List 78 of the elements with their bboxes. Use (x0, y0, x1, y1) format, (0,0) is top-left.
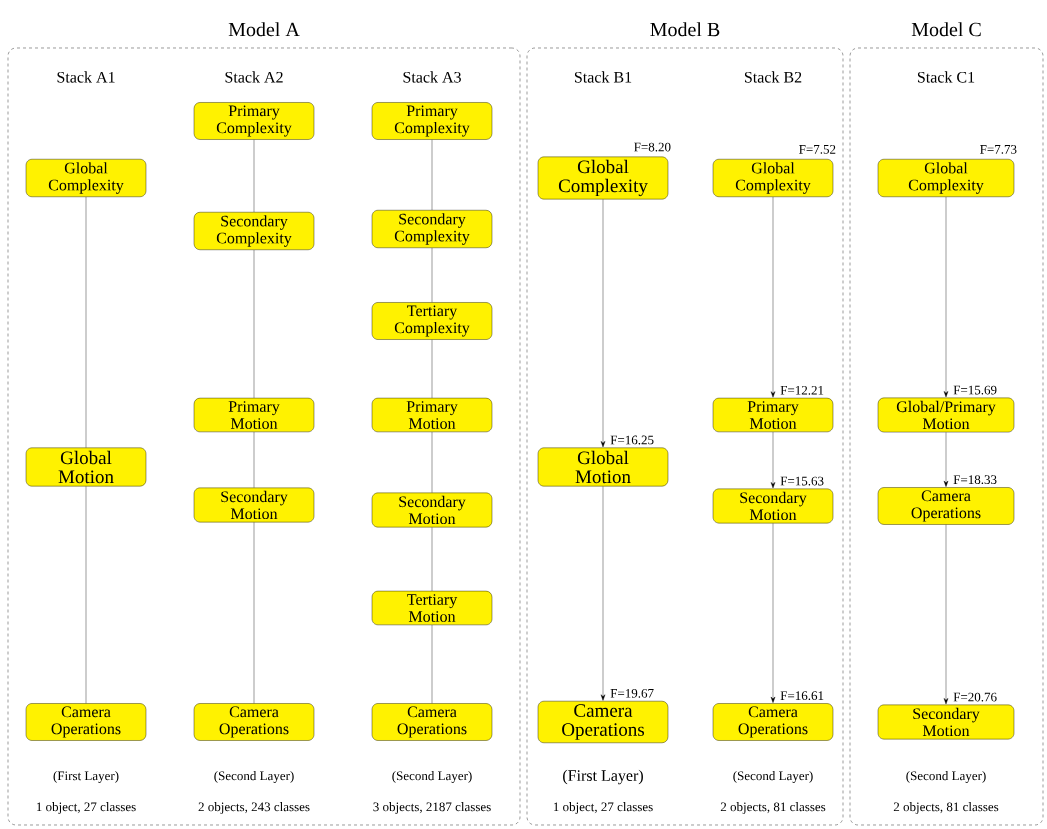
layer-note: (Second Layer) (906, 771, 986, 783)
node-label: Model A (228, 22, 300, 37)
f-value: F=8.20 (634, 142, 671, 152)
layer-note: 2 objects, 243 classes (198, 802, 310, 814)
connector-line (253, 139, 255, 213)
connector-line (770, 523, 776, 703)
f-value: F=7.52 (799, 145, 836, 154)
layer-note: 1 object, 27 classes (36, 802, 136, 814)
layer-note: (First Layer) (563, 769, 643, 785)
process-box: Camera Operations (712, 703, 834, 741)
connector-line (943, 524, 949, 705)
process-box: Camera Operations (537, 700, 669, 743)
f-value: F=15.69 (953, 385, 997, 395)
stack-heading: Stack A3 (403, 71, 461, 83)
layer-note: 2 objects, 81 classes (720, 802, 826, 814)
layer-note: (Second Layer) (392, 771, 472, 783)
f-value: F=20.76 (953, 692, 997, 702)
node-label: Model C (911, 22, 981, 37)
connector-line (431, 431, 433, 493)
stack-heading: Stack B2 (744, 71, 802, 83)
f-value: F=18.33 (953, 475, 997, 485)
connector-line (85, 486, 87, 704)
f-value: F=19.67 (610, 689, 654, 698)
process-box: Global Complexity (537, 156, 669, 200)
layer-note: 3 objects, 2187 classes (373, 802, 491, 814)
connector-line (431, 247, 433, 303)
connector-line (943, 196, 949, 398)
connector-line (770, 431, 776, 489)
connector-line (85, 196, 87, 448)
process-box: Tertiary Motion (371, 590, 493, 626)
connector-line (600, 486, 606, 701)
f-value: F=12.21 (780, 385, 824, 395)
process-box: Secondary Complexity (193, 212, 315, 250)
process-box: Secondary Motion (193, 487, 315, 523)
stack-heading: Stack A2 (225, 71, 283, 83)
process-box: Primary Motion (712, 397, 834, 433)
stack-heading: Stack C1 (917, 71, 975, 83)
connector-line (431, 139, 433, 211)
stack-heading: Stack A1 (57, 71, 115, 83)
process-box: Camera Operations (193, 703, 315, 741)
connector-line (253, 522, 255, 704)
process-box: Secondary Complexity (371, 210, 493, 248)
process-box: Tertiary Complexity (371, 302, 493, 340)
connector-line (431, 527, 433, 592)
connector-line (943, 432, 949, 487)
f-value: F=16.25 (610, 435, 654, 445)
process-box: Global Complexity (25, 159, 147, 197)
layer-note: (Second Layer) (214, 771, 294, 783)
connector-line (770, 196, 776, 398)
f-value: F=15.63 (780, 476, 824, 486)
layer-note: 2 objects, 81 classes (893, 802, 999, 814)
process-box: Camera Operations (25, 703, 147, 741)
process-box: Global Complexity (712, 159, 834, 197)
f-value: F=16.61 (780, 691, 824, 701)
stack-heading: Stack B1 (574, 71, 632, 83)
layer-note: (Second Layer) (733, 771, 813, 783)
process-box: Primary Motion (193, 397, 315, 433)
process-box: Global/Primary Motion (877, 397, 1015, 433)
node-label: Model B (650, 22, 720, 37)
process-box: Primary Complexity (371, 102, 493, 140)
layer-note: 1 object, 27 classes (553, 802, 653, 814)
connector-line (431, 339, 433, 399)
process-box: Primary Motion (371, 397, 493, 433)
process-box: Global Motion (537, 447, 669, 487)
connector-line (431, 624, 433, 704)
process-box: Camera Operations (371, 703, 493, 741)
process-box: Secondary Motion (371, 492, 493, 528)
connector-line (253, 431, 255, 488)
process-box: Secondary Motion (877, 704, 1015, 740)
connector-line (600, 199, 606, 448)
process-box: Primary Complexity (193, 102, 315, 140)
layer-note: (First Layer) (53, 771, 119, 783)
process-box: Global Complexity (877, 159, 1015, 197)
process-box: Secondary Motion (712, 488, 834, 524)
connector-line (253, 249, 255, 399)
process-box: Global Motion (25, 447, 147, 487)
process-box: Camera Operations (877, 487, 1015, 525)
f-value: F=7.73 (980, 145, 1017, 154)
